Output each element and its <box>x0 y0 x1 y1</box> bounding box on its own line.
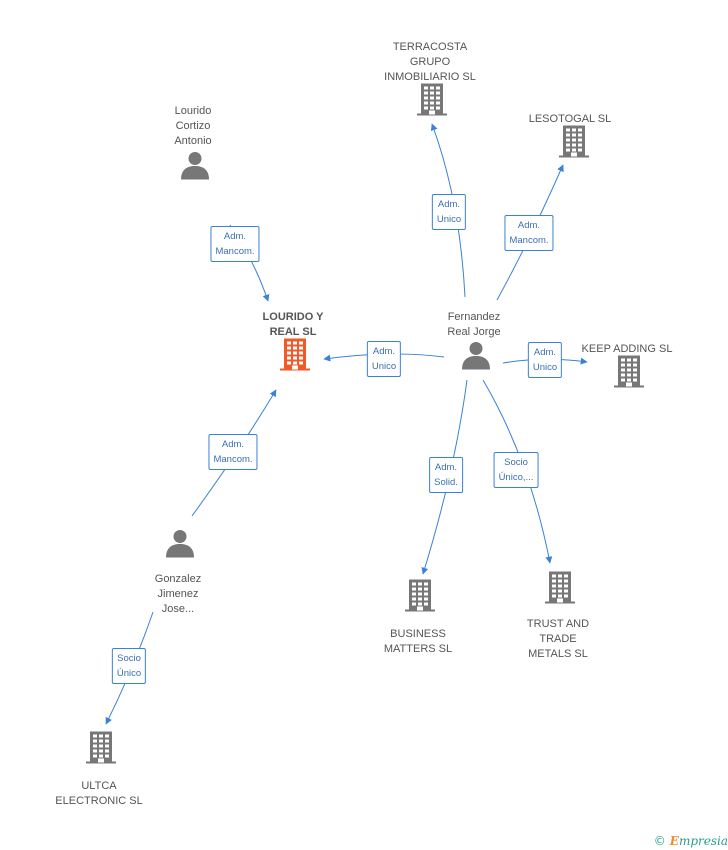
node-lesotogal[interactable] <box>558 125 590 164</box>
node-label-line: Antonio <box>174 135 212 147</box>
node-label-lourido_real[interactable]: LOURIDO Y REAL SL <box>263 310 324 340</box>
node-label-line: TRUST AND <box>526 618 590 630</box>
edge-label-line: Adm. <box>437 199 461 210</box>
brand-footer: ©Empresia <box>654 834 728 848</box>
node-label-line: Real Jorge <box>447 326 501 338</box>
edge-label-line: Adm. <box>517 220 541 231</box>
edge-label-line: Mancom. <box>509 235 549 246</box>
edge-label-line: Mancom. <box>213 454 253 465</box>
node-keep_adding[interactable] <box>613 355 645 394</box>
node-label-line: ULTCA <box>81 780 117 792</box>
node-label-line: KEEP ADDING SL <box>581 343 673 355</box>
node-label-business_matters[interactable]: BUSINESS MATTERS SL <box>384 627 452 657</box>
node-label-keep_adding[interactable]: KEEP ADDING SL <box>582 342 673 357</box>
building-icon <box>86 731 116 764</box>
node-label-line: LESOTOGAL SL <box>528 113 612 125</box>
building-icon <box>280 338 310 371</box>
node-trust_trade[interactable] <box>544 571 576 610</box>
node-ultca[interactable] <box>85 731 117 770</box>
edge-label-line: Adm. <box>533 347 557 358</box>
edge-label[interactable]: Adm. Unico <box>431 194 467 230</box>
node-terracosta[interactable] <box>416 83 448 122</box>
node-label-terracosta[interactable]: TERRACOSTA GRUPO INMOBILIARIO SL <box>384 40 476 85</box>
edge-label[interactable]: Adm. Unico <box>366 341 402 377</box>
node-label-line: TRADE <box>539 633 577 645</box>
edge-label[interactable]: Adm. Solid. <box>429 457 463 493</box>
node-label-trust_trade[interactable]: TRUST AND TRADE METALS SL <box>527 617 589 662</box>
edge-label-line: Socio <box>504 457 528 468</box>
node-label-lesotogal[interactable]: LESOTOGAL SL <box>529 112 612 127</box>
node-label-line: Cortizo <box>175 120 211 132</box>
edge-label[interactable]: Adm. Mancom. <box>208 434 258 470</box>
brand-initial: E <box>669 834 679 848</box>
node-label-line: METALS SL <box>528 648 588 660</box>
node-label-line: REAL SL <box>269 326 317 338</box>
node-label-line: Jose... <box>161 603 195 615</box>
building-icon <box>614 355 644 388</box>
node-business_matters[interactable] <box>404 579 436 618</box>
edge-label[interactable]: Adm. Unico <box>527 342 563 378</box>
node-label-line: INMOBILIARIO SL <box>384 71 476 83</box>
node-label-line: ELECTRONIC SL <box>55 795 143 807</box>
person-icon <box>166 530 194 558</box>
edge-label-line: Mancom. <box>215 246 255 257</box>
edge-label-line: Adm. <box>434 462 458 473</box>
edge-label[interactable]: Adm. Mancom. <box>504 215 554 251</box>
edge-label-line: Unico <box>532 362 558 373</box>
node-label-line: GRUPO <box>409 56 451 68</box>
node-label-ultca[interactable]: ULTCA ELECTRONIC SL <box>55 779 142 809</box>
edge-label-line: Adm. <box>221 439 245 450</box>
node-lourido_cortizo[interactable] <box>180 151 210 186</box>
node-label-line: Lourido <box>174 105 212 117</box>
node-lourido_real[interactable] <box>279 338 311 377</box>
node-label-line: TERRACOSTA <box>392 41 468 53</box>
node-gonzalez[interactable] <box>165 529 195 564</box>
node-label-line: Gonzalez <box>154 573 202 585</box>
person-icon <box>181 152 209 180</box>
person-icon <box>462 342 490 370</box>
edge-label[interactable]: Adm. Mancom. <box>210 226 260 262</box>
edge-label-line: Solid. <box>434 477 458 488</box>
node-label-line: MATTERS SL <box>383 643 453 655</box>
node-label-line: Jimenez <box>157 588 199 600</box>
node-label-line: Fernandez <box>447 311 501 323</box>
edge-label-line: Unico <box>371 361 397 372</box>
brand-name: mpresia <box>678 834 728 848</box>
edge-label-line: Único,... <box>498 472 534 483</box>
node-fernandez[interactable] <box>461 341 491 376</box>
building-icon <box>405 579 435 612</box>
node-label-line: LOURIDO Y <box>262 311 324 323</box>
edge-label-line: Adm. <box>372 346 396 357</box>
edge-label-line: Unico <box>436 214 462 225</box>
edge-label-line: Socio <box>117 653 141 664</box>
node-label-line: BUSINESS <box>390 628 446 640</box>
copyright-symbol: © <box>653 834 666 848</box>
building-icon <box>559 125 589 158</box>
building-icon <box>545 571 575 604</box>
edge-label-line: Único <box>116 668 142 679</box>
edge-label-line: Adm. <box>223 231 247 242</box>
building-icon <box>417 83 447 116</box>
